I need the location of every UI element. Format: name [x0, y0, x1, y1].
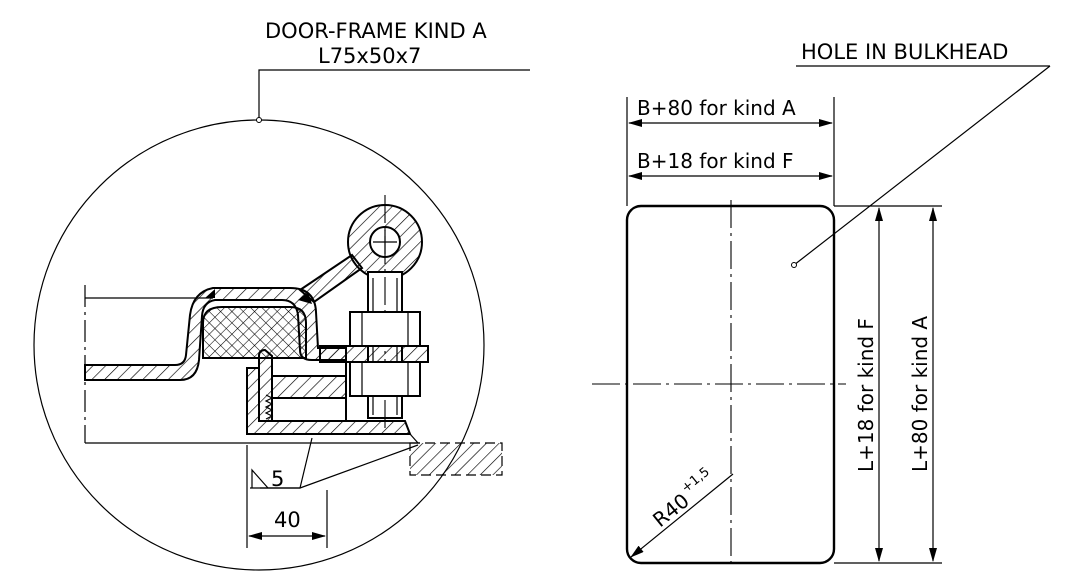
- dim-width-kind-f-label: B+18 for kind F: [637, 149, 794, 173]
- hole-leader-dot: [791, 262, 797, 268]
- hole-title-leader: [793, 65, 1051, 266]
- frame-inner-block: [271, 375, 347, 399]
- dim-radius-line: [630, 473, 734, 558]
- weld-leader: [260, 437, 313, 489]
- dim-40-label: 40: [274, 508, 301, 532]
- nut-lower: [349, 361, 421, 397]
- weld-seam: [264, 394, 274, 420]
- nut-upper: [349, 311, 421, 347]
- dim-radius-tolerance: +1,5: [679, 465, 713, 497]
- hole-title: HOLE IN BULKHEAD: [801, 40, 1008, 64]
- dim-height-kind-a-label: L+80 for kind A: [908, 316, 932, 472]
- bulkhead-hole-view: HOLE IN BULKHEAD B+80 for kind A B+18 fo…: [592, 40, 1051, 568]
- rubber-seal: [202, 306, 307, 359]
- weld-fill-2: [298, 292, 312, 304]
- clamp-plate: [319, 345, 429, 363]
- dim-width-kind-a-label: B+80 for kind A: [637, 96, 796, 120]
- hinge-arm: [298, 253, 364, 304]
- weld-fill-1: [205, 289, 215, 298]
- detail-title-leader: [258, 69, 530, 120]
- detail-title-line1: DOOR-FRAME KIND A: [265, 19, 487, 43]
- detail-leader-dot: [256, 117, 262, 123]
- bulkhead: [409, 442, 503, 476]
- detail-title-line2: L75x50x7: [318, 44, 421, 68]
- door-frame-detail: DOOR-FRAME KIND A L75x50x7: [33, 19, 530, 571]
- dim-height-kind-f-label: L+18 for kind F: [854, 318, 878, 472]
- weld-size: 5: [271, 467, 284, 491]
